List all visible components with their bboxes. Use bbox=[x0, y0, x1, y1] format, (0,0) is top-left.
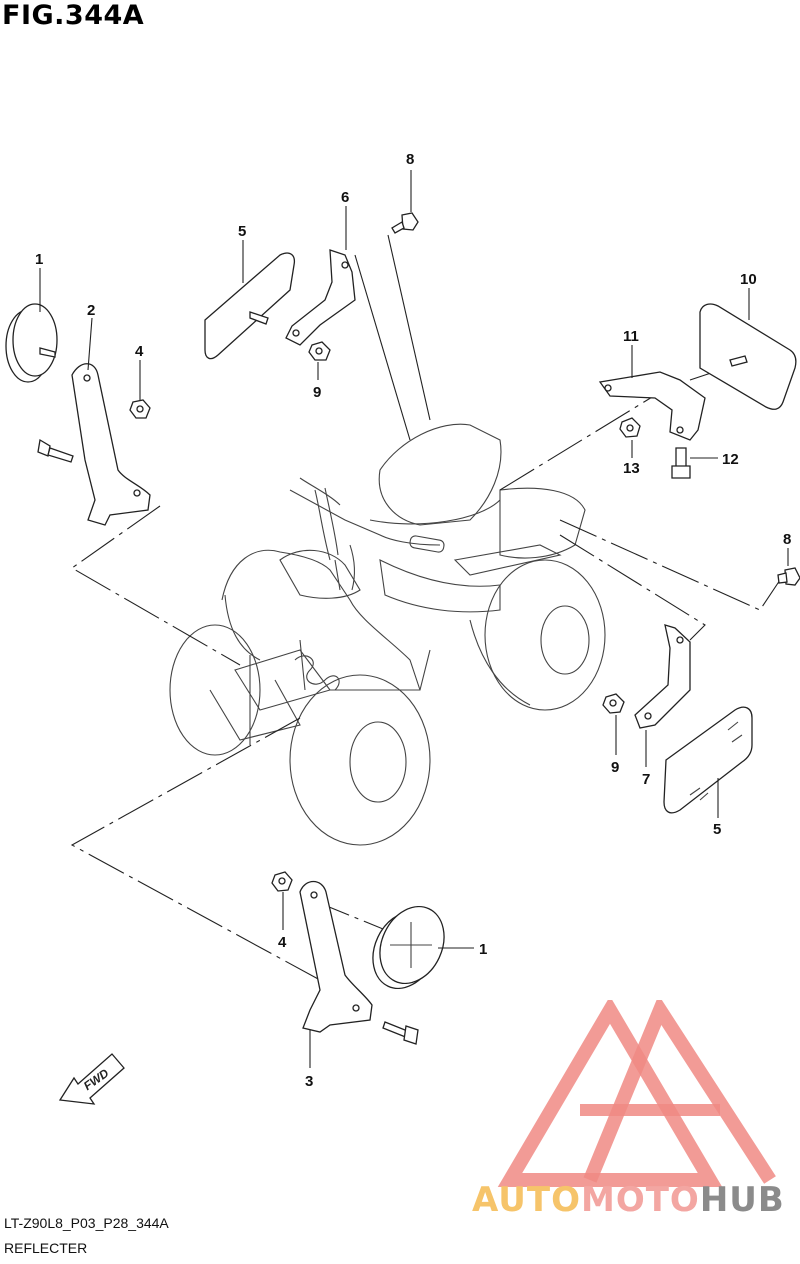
callout-labels: 1 2 4 5 6 8 9 10 11 12 13 8 9 7 5 4 1 3 bbox=[35, 151, 791, 1090]
watermark-auto: AUTO bbox=[472, 1180, 581, 1220]
callout-4-top: 4 bbox=[135, 343, 144, 360]
drawing-name: REFLECTER bbox=[4, 1240, 88, 1256]
callout-5-right: 5 bbox=[713, 821, 721, 838]
figure-title: FIG.344A bbox=[2, 0, 145, 31]
bolt-bottom bbox=[382, 1021, 419, 1045]
atv-body-outline bbox=[169, 423, 606, 846]
nut-4-top bbox=[129, 399, 151, 419]
round-reflector-top bbox=[5, 303, 58, 383]
bolt-12 bbox=[671, 447, 691, 479]
callout-6: 6 bbox=[341, 189, 349, 206]
nut-4-bottom bbox=[271, 871, 293, 892]
nut-9-top bbox=[308, 341, 331, 361]
reflector-bracket-lower-right bbox=[634, 624, 691, 729]
callout-3: 3 bbox=[305, 1073, 313, 1090]
callout-10: 10 bbox=[740, 271, 757, 288]
nut-13 bbox=[619, 417, 641, 438]
callout-5-top: 5 bbox=[238, 223, 246, 240]
reflector-bracket-left bbox=[71, 363, 151, 526]
rect-reflector-right bbox=[699, 303, 797, 410]
watermark-text: AUTOMOTOHUB bbox=[472, 1180, 785, 1220]
drawing-code: LT-Z90L8_P03_P28_344A bbox=[4, 1215, 169, 1231]
callout-2: 2 bbox=[87, 302, 95, 319]
callout-12: 12 bbox=[722, 451, 739, 468]
callout-9-right: 9 bbox=[611, 759, 619, 776]
callout-4-bottom: 4 bbox=[278, 934, 287, 951]
screw-8-right bbox=[777, 567, 800, 586]
round-reflector-bottom bbox=[372, 905, 445, 990]
nut-9-right bbox=[602, 693, 625, 714]
rect-reflector-top bbox=[204, 252, 296, 360]
callout-9-top: 9 bbox=[313, 384, 321, 401]
reflector-bracket-right bbox=[598, 371, 706, 441]
callout-7: 7 bbox=[642, 771, 650, 788]
fwd-arrow: FWD bbox=[58, 1053, 125, 1105]
screw-8-top bbox=[391, 212, 419, 234]
callout-leaders bbox=[39, 170, 789, 1068]
reflector-bracket-lower-left bbox=[299, 880, 373, 1033]
callout-13: 13 bbox=[623, 460, 640, 477]
callout-8-top: 8 bbox=[406, 151, 414, 168]
watermark-hub: HUB bbox=[699, 1180, 785, 1220]
bolt-left bbox=[37, 438, 74, 463]
automotohub-logo bbox=[497, 1000, 776, 1187]
reflector-bracket-upper bbox=[285, 249, 356, 346]
callout-1-bottom: 1 bbox=[479, 941, 487, 958]
watermark-moto: MOTO bbox=[580, 1180, 700, 1220]
rect-reflector-lower-right bbox=[663, 706, 753, 814]
callout-1-top: 1 bbox=[35, 251, 43, 268]
callout-8-right: 8 bbox=[783, 531, 791, 548]
callout-11: 11 bbox=[623, 328, 639, 345]
